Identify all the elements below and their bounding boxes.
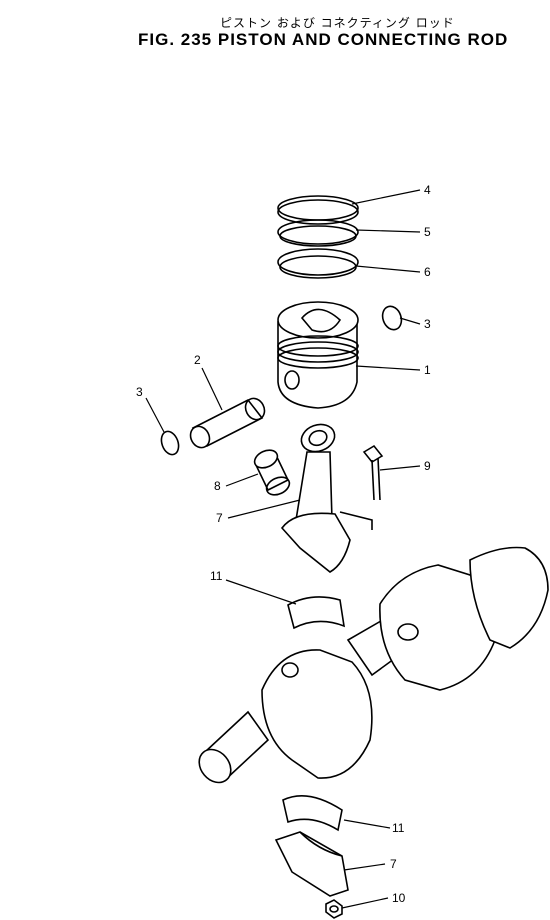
connecting-rod bbox=[280, 423, 373, 573]
callout-6: 6 bbox=[424, 265, 431, 279]
leader-line bbox=[225, 579, 297, 605]
leader-line bbox=[379, 465, 421, 471]
callout-10: 10 bbox=[392, 891, 406, 905]
bearing-lower bbox=[282, 794, 343, 832]
nut bbox=[325, 899, 343, 919]
callout-11-upper: 11 bbox=[210, 569, 223, 583]
bearing-upper bbox=[287, 596, 346, 630]
piston-pin bbox=[189, 397, 266, 449]
connecting-rod-cap bbox=[274, 831, 349, 897]
leader-line bbox=[227, 499, 301, 519]
callout-3-right: 3 bbox=[424, 317, 431, 331]
callout-7-rod: 7 bbox=[216, 511, 223, 525]
leader-line bbox=[355, 229, 421, 233]
leader-line bbox=[355, 265, 421, 273]
leader-line bbox=[399, 317, 421, 325]
callout-5: 5 bbox=[424, 225, 431, 239]
leader-line bbox=[355, 365, 421, 371]
leader-line bbox=[341, 897, 389, 909]
leader-line bbox=[351, 189, 421, 205]
callout-2: 2 bbox=[194, 353, 201, 367]
connecting-rod-bolt bbox=[362, 444, 384, 501]
snap-ring-right bbox=[381, 305, 403, 331]
callout-9: 9 bbox=[424, 459, 431, 473]
callout-11-lower: 11 bbox=[392, 821, 405, 835]
snap-ring-left bbox=[160, 430, 180, 456]
leader-line bbox=[343, 863, 386, 871]
leader-line bbox=[343, 819, 391, 829]
figure-title-japanese: ピストン および コネクティング ロッド bbox=[220, 16, 455, 30]
piston-ring-second bbox=[277, 219, 359, 247]
callout-3-left: 3 bbox=[136, 385, 143, 399]
callout-7-cap: 7 bbox=[390, 857, 397, 871]
bushing bbox=[253, 449, 291, 496]
figure-title: FIG. 235 PISTON AND CONNECTING ROD bbox=[138, 30, 509, 49]
callout-1: 1 bbox=[424, 363, 431, 377]
callout-4: 4 bbox=[424, 183, 431, 197]
piston-ring-oil bbox=[277, 248, 359, 279]
leader-line bbox=[201, 367, 223, 411]
leader-line bbox=[225, 473, 259, 487]
leader-line bbox=[145, 397, 165, 433]
callout-8: 8 bbox=[214, 479, 221, 493]
crankshaft bbox=[198, 546, 549, 784]
piston bbox=[277, 301, 359, 409]
